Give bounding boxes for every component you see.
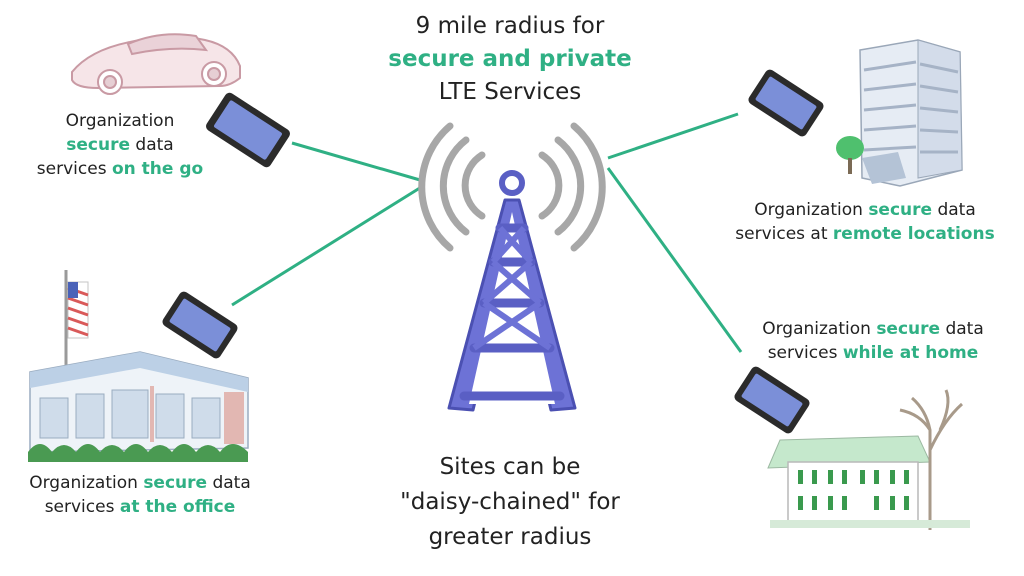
tablet-icon: [162, 291, 238, 359]
caption-text: services: [36, 159, 112, 179]
caption-line: Organization secure data: [720, 198, 1010, 222]
caption-highlight: secure: [868, 200, 933, 220]
caption-text: data: [940, 319, 984, 339]
caption-text: data: [130, 135, 174, 155]
caption-highlight: secure: [876, 319, 941, 339]
caption-text: data: [207, 473, 251, 493]
footer-note: Sites can be "daisy-chained" for greater…: [380, 450, 640, 555]
header-line-3: LTE Services: [438, 79, 582, 105]
caption-remote: Organization secure data services at rem…: [720, 198, 1010, 246]
caption-text: Organization: [29, 473, 144, 493]
signal-waves-icon: [418, 122, 606, 252]
caption-highlight: remote locations: [832, 224, 995, 244]
link-line-office: [231, 184, 424, 307]
footer-line-3: greater radius: [428, 524, 592, 550]
footer-line-1: Sites can be: [439, 454, 581, 480]
tower-building-icon: [836, 39, 963, 187]
caption-line: services at the office: [10, 495, 270, 519]
caption-text: Organization: [762, 319, 877, 339]
tablet-icon: [748, 69, 824, 137]
link-line-remote: [607, 112, 739, 160]
caption-text: Organization: [754, 200, 869, 220]
caption-home: Organization secure data services while …: [740, 317, 1006, 365]
caption-line: Organization secure data: [740, 317, 1006, 341]
caption-text: services at: [735, 224, 833, 244]
caption-highlight: secure: [143, 473, 208, 493]
caption-text: services: [767, 343, 843, 363]
caption-line: services at remote locations: [720, 222, 1010, 246]
caption-highlight: secure: [66, 135, 131, 155]
tablet-icon: [206, 92, 290, 168]
caption-text: data: [932, 200, 976, 220]
header-title: 9 mile radius for secure and private LTE…: [360, 10, 660, 109]
car-icon: [71, 33, 241, 95]
caption-on-the-go: Organization secure data services on the…: [20, 109, 220, 181]
cell-tower-icon: [447, 170, 577, 412]
connection-lines: [231, 112, 743, 353]
flag-icon: [67, 281, 89, 339]
caption-office: Organization secure data services at the…: [10, 471, 270, 519]
caption-line: services while at home: [740, 341, 1006, 365]
link-line-home: [606, 167, 743, 353]
caption-text: services: [44, 497, 120, 517]
house-icon: [767, 389, 970, 530]
header-line-1: 9 mile radius for: [415, 13, 605, 39]
caption-line: Organization: [65, 111, 175, 131]
link-line-car: [291, 141, 421, 182]
tablet-icon: [734, 366, 810, 434]
caption-highlight: while at home: [842, 343, 979, 363]
footer-line-2: "daisy-chained" for: [400, 489, 620, 515]
caption-line: services on the go: [20, 157, 220, 181]
header-line-2-highlight: secure and private: [388, 46, 632, 72]
caption-line: secure data: [20, 133, 220, 157]
caption-highlight: at the office: [119, 497, 236, 517]
office-building-icon: [28, 270, 249, 462]
caption-line: Organization secure data: [10, 471, 270, 495]
caption-highlight: on the go: [111, 159, 204, 179]
